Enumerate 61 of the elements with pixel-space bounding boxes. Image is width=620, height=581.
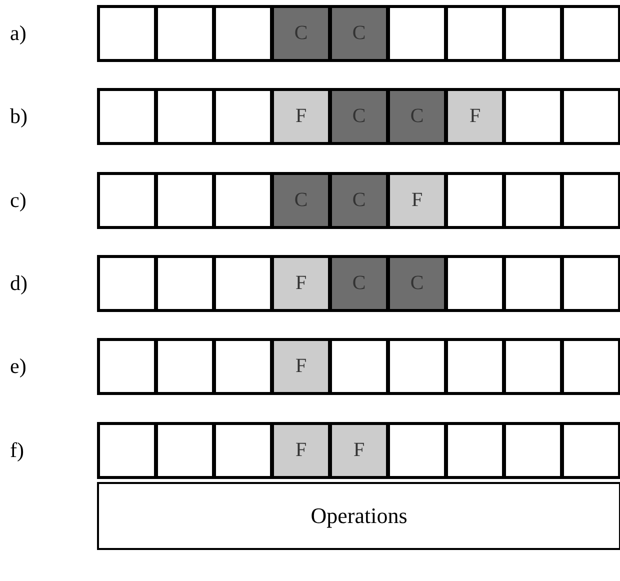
grid-cell [503,422,563,479]
grid-cell [155,88,215,145]
grid-cell [503,172,563,229]
grid-cell [213,5,273,62]
grid-cell [97,88,157,145]
row-label: a) [10,21,26,46]
grid-cell [561,422,620,479]
row-label: c) [10,188,26,213]
row-label: b) [10,104,28,129]
grid-cell: F [271,255,331,312]
grid-cell [213,88,273,145]
row-label: d) [10,271,28,296]
row-label: f) [10,438,24,463]
grid-cell [213,338,273,395]
grid-cell: C [329,88,389,145]
grid-cell: C [387,255,447,312]
grid-cell: C [329,5,389,62]
grid-cell: C [271,5,331,62]
grid-cell [329,338,389,395]
grid-cell [155,255,215,312]
grid-cell: C [329,255,389,312]
grid-cell [213,172,273,229]
grid-cell: C [271,172,331,229]
grid-cell: F [387,172,447,229]
grid-cell [503,88,563,145]
grid-cell [561,255,620,312]
grid-cell [155,5,215,62]
grid-cell [503,5,563,62]
row-label: e) [10,354,26,379]
grid-cell: F [445,88,505,145]
grid-cell [97,422,157,479]
grid-cell [97,5,157,62]
grid-cell [387,422,447,479]
grid-cell [97,172,157,229]
grid-cell [445,255,505,312]
grid-cell [155,172,215,229]
grid-cell [97,255,157,312]
grid-cell: F [271,88,331,145]
grid-cell: C [329,172,389,229]
operations-bar: Operations [97,482,620,550]
grid-cell [561,338,620,395]
grid-cell [213,255,273,312]
grid-cell [561,5,620,62]
grid-cell [445,338,505,395]
grid-cell [387,338,447,395]
grid-cell [445,5,505,62]
grid-cell [97,338,157,395]
grid-cell [503,255,563,312]
grid-cell [213,422,273,479]
grid-cell [561,172,620,229]
grid-cell: F [271,422,331,479]
grid-cell: C [387,88,447,145]
grid-cell [387,5,447,62]
grid-cell: F [271,338,331,395]
grid-cell [503,338,563,395]
grid-cell [561,88,620,145]
grid-cell [445,422,505,479]
grid-cell [155,422,215,479]
grid-cell [155,338,215,395]
grid-cell: F [329,422,389,479]
grid-cell [445,172,505,229]
